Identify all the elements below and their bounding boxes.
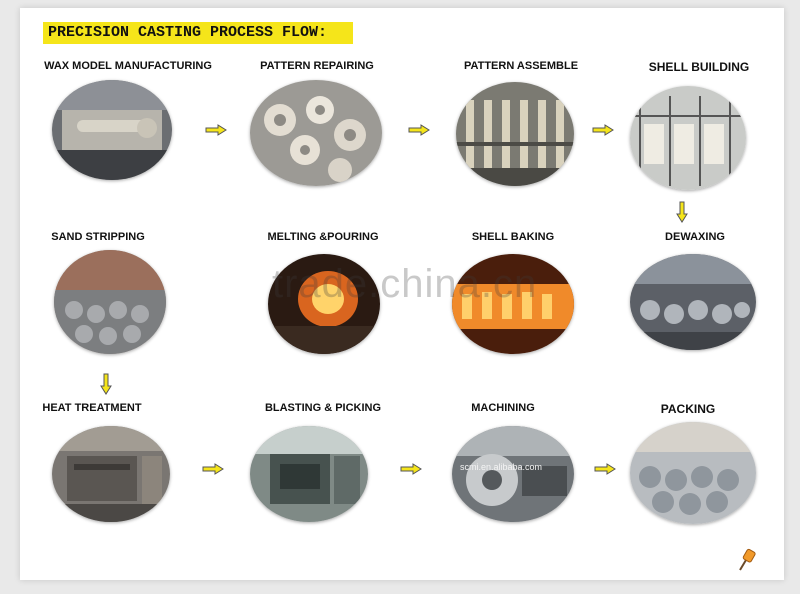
step-label-packing: PACKING: [660, 402, 716, 416]
step-label-shell-building: SHELL BUILDING: [648, 60, 750, 74]
pushpin-icon: [736, 546, 758, 577]
step-photo-pattern-assemble: [456, 82, 574, 186]
step-label-shell-baking: SHELL BAKING: [471, 231, 555, 243]
arrow-icon: [205, 124, 227, 136]
step-photo-shell-baking: [452, 254, 574, 354]
photo-caption: scmi.en.alibaba.com: [460, 462, 543, 472]
step-photo-shell-building: [630, 86, 746, 190]
arrow-icon: [100, 373, 112, 395]
step-photo-blasting-picking: [250, 426, 368, 522]
step-label-blasting-picking: BLASTING & PICKING: [264, 402, 382, 414]
step-label-pattern-assemble: PATTERN ASSEMBLE: [463, 60, 579, 72]
step-label-dewaxing: DEWAXING: [665, 231, 725, 243]
watermark: trade.china.cn: [272, 262, 538, 306]
step-label-heat-treatment: HEAT TREATMENT: [42, 402, 142, 414]
arrow-icon: [400, 463, 422, 475]
step-label-pattern-repairing: PATTERN REPAIRING: [260, 60, 374, 72]
step-photo-melting-pouring: [268, 254, 380, 354]
step-photo-machining: [452, 426, 574, 522]
page-title: PRECISION CASTING PROCESS FLOW:: [48, 24, 328, 41]
step-photo-dewaxing: [630, 254, 756, 350]
step-photo-heat-treatment: [52, 426, 170, 522]
step-label-sand-stripping: SAND STRIPPING: [51, 231, 145, 243]
arrow-icon: [594, 463, 616, 475]
step-photo-packing: [630, 422, 756, 524]
step-photo-pattern-repairing: [250, 80, 382, 186]
step-photo-wax-model-manufacturing: [52, 80, 172, 180]
step-label-machining: MACHINING: [471, 402, 535, 414]
arrow-icon: [592, 124, 614, 136]
title-banner: [43, 22, 353, 44]
arrow-icon: [408, 124, 430, 136]
arrow-icon: [202, 463, 224, 475]
step-label-wax-model-manufacturing: WAX MODEL MANUFACTURING: [44, 60, 212, 72]
step-photo-sand-stripping: [54, 250, 166, 354]
step-label-melting-pouring: MELTING &POURING: [267, 231, 379, 243]
arrow-icon: [676, 201, 688, 223]
